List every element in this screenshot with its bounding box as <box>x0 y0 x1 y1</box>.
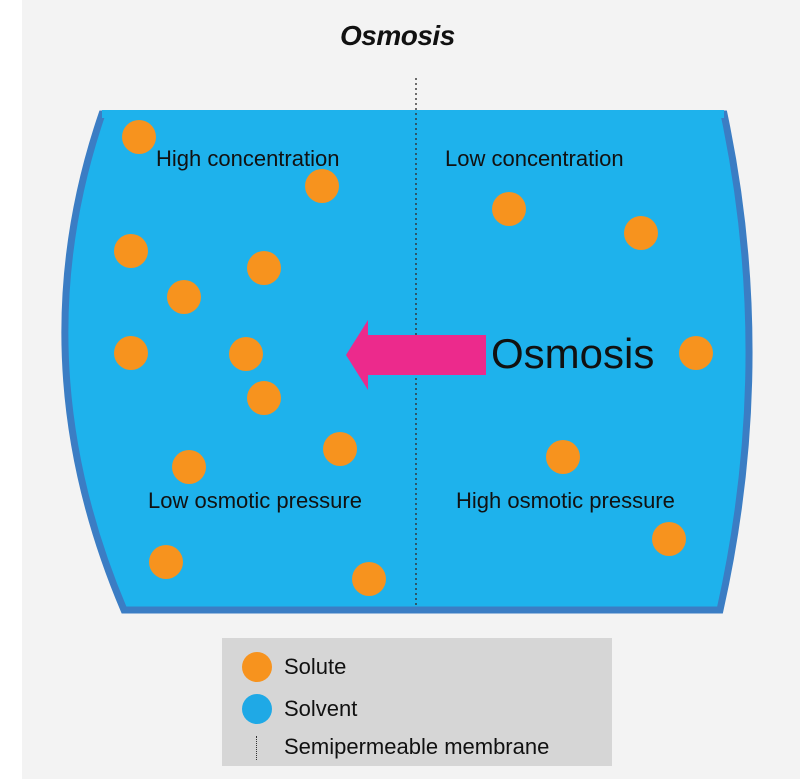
solute-particle-icon <box>247 381 281 415</box>
solute-particle-icon <box>624 216 658 250</box>
legend-item-solute: Solute <box>222 648 612 682</box>
solute-particle-icon <box>114 234 148 268</box>
legend-item-membrane: Semipermeable membrane <box>222 728 612 762</box>
solute-particle-icon <box>323 432 357 466</box>
solute-particle-icon <box>242 652 272 682</box>
solute-particle-icon <box>122 120 156 154</box>
low-concentration-label: Low concentration <box>445 146 624 171</box>
left-margin-strip <box>0 0 22 779</box>
solute-particle-icon <box>149 545 183 579</box>
legend-label-solute: Solute <box>284 654 347 679</box>
solute-particle-icon <box>229 337 263 371</box>
solute-particle-icon <box>652 522 686 556</box>
legend-label-membrane: Semipermeable membrane <box>284 734 550 759</box>
solvent-icon <box>242 694 272 724</box>
legend-label-solvent: Solvent <box>284 696 358 721</box>
solute-particles <box>114 120 713 596</box>
solute-particle-icon <box>679 336 713 370</box>
low-osmotic-pressure-label: Low osmotic pressure <box>148 488 362 513</box>
solute-particle-icon <box>172 450 206 484</box>
osmosis-label: Osmosis <box>491 330 655 377</box>
solute-particle-icon <box>492 192 526 226</box>
legend-item-solvent: Solvent <box>222 690 612 724</box>
high-osmotic-pressure-label: High osmotic pressure <box>456 488 675 513</box>
high-concentration-label: High concentration <box>156 146 340 171</box>
solute-particle-icon <box>305 169 339 203</box>
solute-particle-icon <box>247 251 281 285</box>
legend: Solute Solvent Semipermeable membrane <box>222 638 612 766</box>
left-arrow-icon <box>346 320 486 390</box>
dotted-line-icon <box>256 736 257 760</box>
page-title: Osmosis <box>340 20 455 51</box>
solute-particle-icon <box>352 562 386 596</box>
solute-particle-icon <box>114 336 148 370</box>
solute-particle-icon <box>167 280 201 314</box>
solute-particle-icon <box>546 440 580 474</box>
